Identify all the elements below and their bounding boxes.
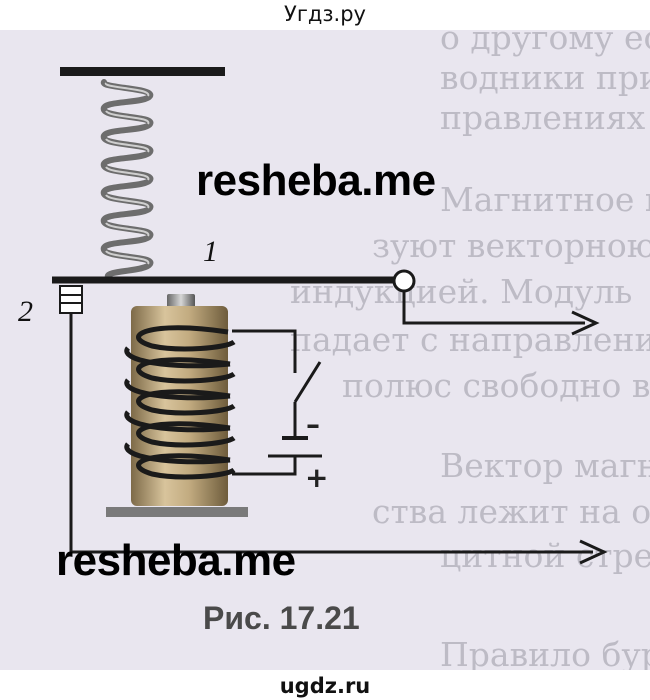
figure-caption: Рис. 17.21 xyxy=(203,600,360,636)
bg-text-line: Правило буравчика xyxy=(440,635,650,670)
switch-blade xyxy=(293,361,322,403)
spring-highlight xyxy=(104,82,150,265)
contact-block xyxy=(59,285,83,314)
relay-diagram xyxy=(52,67,608,565)
battery-plus-sign: + xyxy=(305,461,329,494)
label-contact: 2 xyxy=(18,295,33,328)
bg-text-line: ства лежит на одной xyxy=(372,492,650,531)
arrow-head-top xyxy=(571,310,600,336)
bg-text-line: Вектор магнитной ин xyxy=(440,446,650,485)
bg-text-line: полюс свободно враще xyxy=(342,366,650,405)
coil-winding xyxy=(124,325,236,480)
circuit-wire-bottom xyxy=(232,456,297,476)
bg-text-line: зуют векторною вели xyxy=(372,226,650,265)
bg-text-line: цитной стрелки в xyxy=(440,536,650,575)
battery-minus-sign: – xyxy=(306,408,320,441)
output-wire-bottom xyxy=(69,313,593,554)
bg-text-line: о другому если чело xyxy=(440,30,650,57)
watermark: resheba.me xyxy=(196,156,436,205)
site-footer: ugdz.ru xyxy=(279,674,371,698)
textbook-photo: о другому если чело водники приставлены … xyxy=(0,30,650,670)
bg-text-line: водники приставлены xyxy=(440,58,650,97)
arrow-head-bottom xyxy=(579,539,608,565)
spring xyxy=(100,79,154,280)
watermark: resheba.me xyxy=(56,536,296,585)
circuit-wire-top xyxy=(232,329,297,373)
site-header: Угдз.ру xyxy=(284,2,366,26)
pivot-circle xyxy=(392,269,416,293)
base-plate xyxy=(106,507,248,517)
output-wire-top xyxy=(402,291,585,325)
core-cap xyxy=(167,294,195,308)
top-bar xyxy=(60,67,225,76)
bg-text-line: Магнитное поле в да xyxy=(440,180,650,219)
label-armature: 1 xyxy=(203,235,218,268)
bg-text-line: правлениях — но ст xyxy=(440,98,650,137)
